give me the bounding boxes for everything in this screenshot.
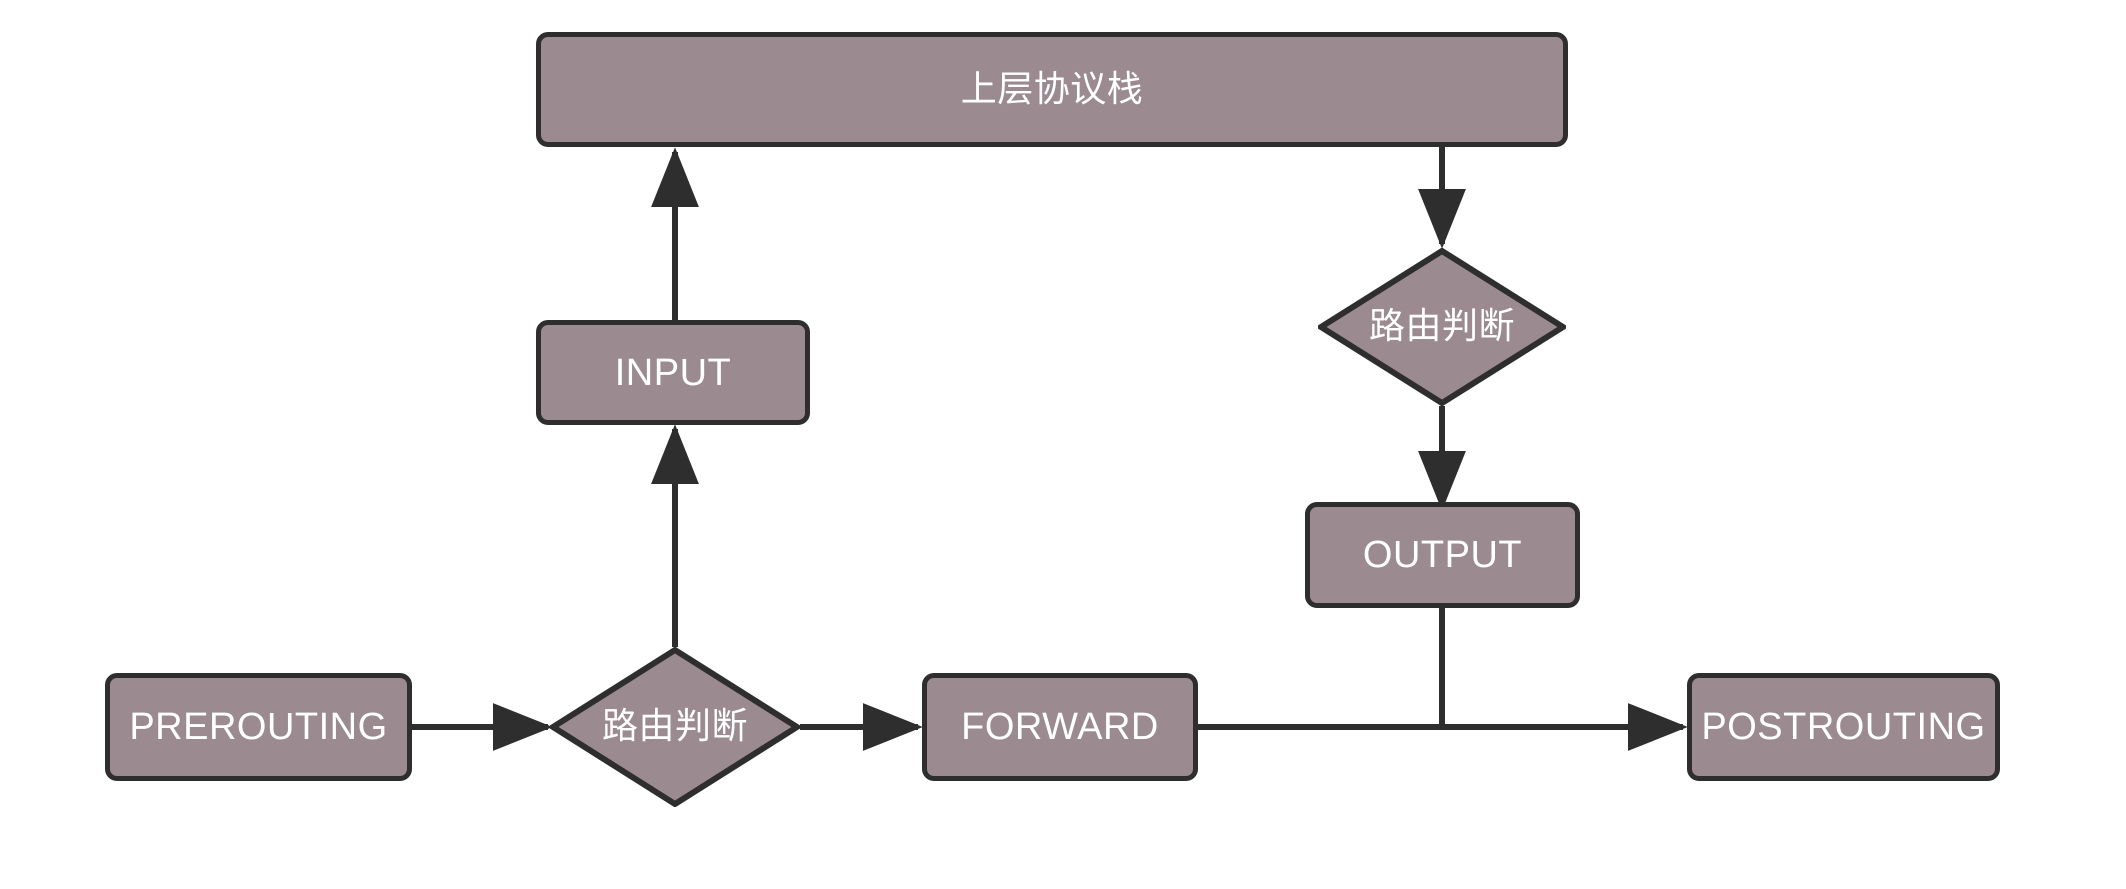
node-output[interactable]: OUTPUT xyxy=(1305,502,1580,608)
diamond-shape-route-decision-output xyxy=(1318,248,1566,406)
node-label-upper-protocol-stack: 上层协议栈 xyxy=(960,68,1144,110)
node-label-input: INPUT xyxy=(614,351,732,394)
node-prerouting[interactable]: PREROUTING xyxy=(105,673,412,781)
node-label-route-decision-output: 路由判断 xyxy=(1368,306,1515,347)
node-input[interactable]: INPUT xyxy=(536,320,810,425)
node-upper-protocol-stack[interactable]: 上层协议栈 xyxy=(536,32,1568,147)
node-label-postrouting: POSTROUTING xyxy=(1701,706,1986,748)
node-label-prerouting: PREROUTING xyxy=(129,706,388,748)
node-forward[interactable]: FORWARD xyxy=(922,673,1198,781)
node-route-decision-output[interactable]: 路由判断 xyxy=(1318,248,1566,406)
node-route-decision-forward[interactable]: 路由判断 xyxy=(550,647,800,807)
node-postrouting[interactable]: POSTROUTING xyxy=(1687,673,2000,781)
diamond-shape-route-decision-forward xyxy=(550,647,800,807)
node-label-route-decision-forward: 路由判断 xyxy=(601,706,748,747)
node-label-output: OUTPUT xyxy=(1362,534,1523,576)
node-label-forward: FORWARD xyxy=(961,706,1159,748)
